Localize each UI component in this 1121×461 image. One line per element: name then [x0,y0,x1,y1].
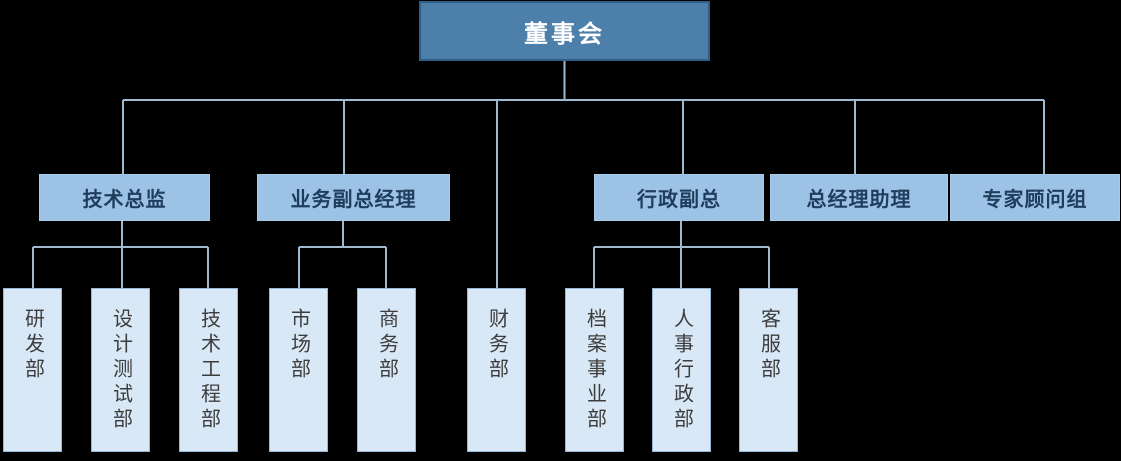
node-tech-director: 技术总监 [39,174,210,221]
node-label: 行政副总 [637,189,721,211]
node-label: 人事行政部 [670,308,693,433]
node-admin-deputy-gm: 行政副总 [594,174,764,221]
node-label: 档案事业部 [583,308,606,433]
node-business-deputy-gm: 业务副总经理 [257,174,450,221]
node-label: 技术工程部 [197,308,220,433]
node-board-of-directors: 董事会 [419,1,710,61]
node-finance-dept: 财务部 [467,288,526,452]
node-tech-engineering-dept: 技术工程部 [179,288,238,452]
node-archives-division: 档案事业部 [565,288,624,452]
node-customer-service-dept: 客服部 [739,288,798,452]
node-label: 财务部 [485,308,508,383]
node-hr-admin-dept: 人事行政部 [652,288,711,452]
node-label: 市场部 [287,308,310,383]
node-rd-dept: 研发部 [3,288,62,452]
node-label: 董事会 [524,20,605,48]
node-label: 研发部 [21,308,44,383]
node-label: 客服部 [757,308,780,383]
node-label: 设计测试部 [109,308,132,433]
node-marketing-dept: 市场部 [269,288,328,452]
node-design-testing-dept: 设计测试部 [91,288,150,452]
node-label: 技术总监 [82,189,167,211]
node-label: 总经理助理 [806,189,912,211]
node-label: 专家顾问组 [982,189,1088,211]
node-label: 业务副总经理 [290,189,417,211]
node-commerce-dept: 商务部 [357,288,416,452]
node-expert-advisory-group: 专家顾问组 [950,174,1120,221]
node-gm-assistant: 总经理助理 [770,174,948,221]
node-label: 商务部 [375,308,398,383]
